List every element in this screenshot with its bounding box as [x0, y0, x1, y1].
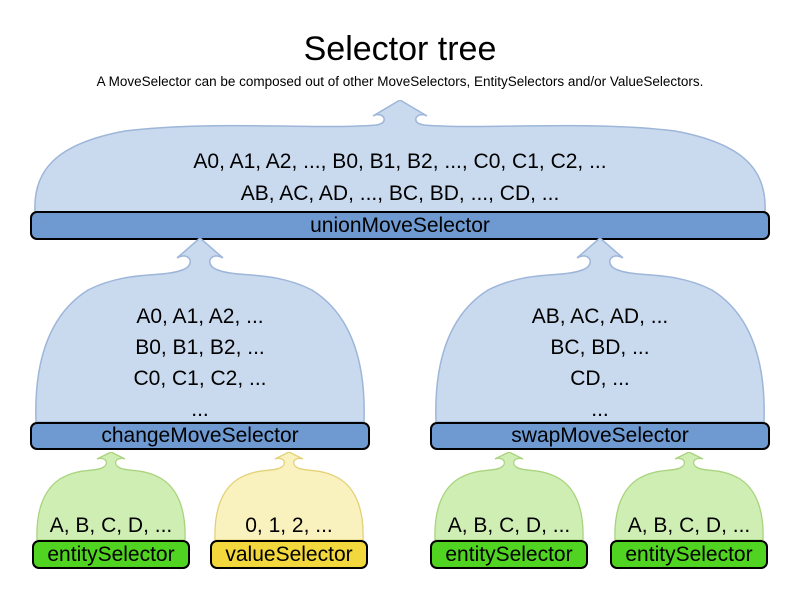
entity1-output-values: A, B, C, D, ...	[32, 514, 190, 538]
change-moves-line: C0, C1, C2, ...	[133, 367, 267, 390]
change-move-selector-bar: changeMoveSelector	[30, 422, 370, 450]
value1-selector-bar: valueSelector	[210, 540, 368, 569]
change-moves-line: ...	[191, 398, 209, 421]
swap-output-moves: AB, AC, AD, ... BC, BD, ... CD, ... ...	[430, 301, 770, 425]
entity2-selector-bar: entitySelector	[430, 540, 588, 569]
diagram-subtitle: A MoveSelector can be composed out of ot…	[96, 74, 704, 89]
swap-plume-shape	[435, 238, 765, 422]
union-moves-line: A0, A1, A2, ..., B0, B1, B2, ..., C0, C1…	[193, 150, 607, 173]
swap-moves-line: CD, ...	[570, 367, 630, 390]
entity3-selector-bar: entitySelector	[610, 540, 768, 569]
change-moves-line: B0, B1, B2, ...	[135, 336, 265, 359]
union-plume-shape	[34, 100, 766, 212]
union-move-selector-bar: unionMoveSelector	[30, 211, 770, 240]
entity1-plume-path	[36, 452, 186, 540]
entity2-plume-path	[434, 452, 584, 540]
swap-move-selector-bar: swapMoveSelector	[430, 422, 770, 450]
entity2-output-values: A, B, C, D, ...	[430, 514, 588, 538]
change-output-moves: A0, A1, A2, ... B0, B1, B2, ... C0, C1, …	[30, 301, 370, 425]
value1-plume-path	[214, 452, 364, 540]
entity1-selector-bar: entitySelector	[32, 540, 190, 569]
entity3-plume-shape	[614, 452, 764, 540]
value1-output-values: 0, 1, 2, ...	[210, 514, 368, 538]
value1-plume-shape	[214, 452, 364, 540]
union-moves-line: AB, AC, AD, ..., BC, BD, ..., CD, ...	[240, 182, 560, 205]
union-plume-path	[34, 100, 766, 212]
change-plume-shape	[35, 238, 365, 422]
entity3-values-line: A, B, C, D, ...	[627, 514, 751, 537]
entity2-values-line: A, B, C, D, ...	[447, 514, 571, 537]
value1-values-line: 0, 1, 2, ...	[245, 514, 333, 537]
swap-moves-line: ...	[591, 398, 609, 421]
union-output-moves: A0, A1, A2, ..., B0, B1, B2, ..., C0, C1…	[30, 146, 770, 210]
swap-plume-path	[435, 238, 765, 422]
change-plume-path	[35, 238, 365, 422]
entity1-values-line: A, B, C, D, ...	[49, 514, 173, 537]
diagram-title: Selector tree	[303, 30, 497, 68]
entity1-plume-shape	[36, 452, 186, 540]
entity3-plume-path	[614, 452, 764, 540]
change-moves-line: A0, A1, A2, ...	[136, 305, 264, 328]
entity2-plume-shape	[434, 452, 584, 540]
entity3-output-values: A, B, C, D, ...	[610, 514, 768, 538]
swap-moves-line: BC, BD, ...	[550, 336, 650, 359]
swap-moves-line: AB, AC, AD, ...	[531, 305, 669, 328]
